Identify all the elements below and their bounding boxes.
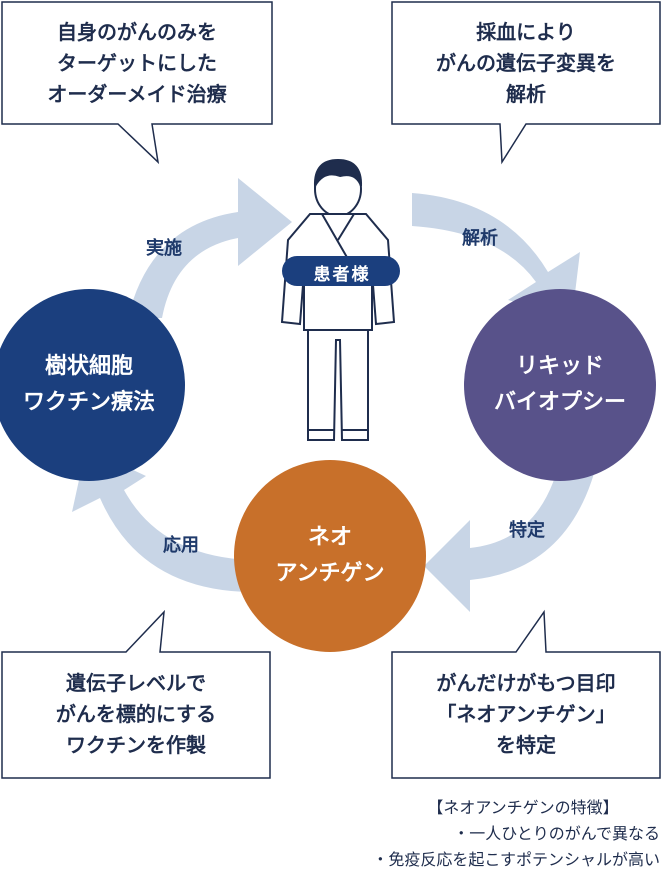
bubble-bottom-right: [391, 609, 661, 779]
circle-line: リキッド: [515, 354, 604, 379]
arrow-apply-label: 応用: [163, 535, 199, 556]
circle-neoantigen-label: ネオ アンチゲン: [234, 520, 426, 592]
bubble-top-right-text: 採血により がんの遺伝子変異を 解析: [392, 17, 660, 110]
circle-dendritic-label: 樹状細胞 ワクチン療法: [0, 349, 185, 421]
bubble-bottom-left: [1, 609, 271, 779]
circle-line: ワクチン療法: [22, 390, 155, 415]
bubble-line: 遺伝子レベルで: [66, 671, 206, 695]
patient-figure: [280, 158, 396, 441]
circle-dendritic: [0, 289, 185, 481]
arrow-identify-label: 特定: [509, 520, 545, 541]
neoantigen-features-note: 【ネオアンチゲンの特徴】 ・一人ひとりのがんで異なる ・免疫反応を起こすポテンシ…: [296, 795, 660, 873]
bubble-line: がんだけがもつ目印: [436, 671, 616, 695]
bubble-top-left: [1, 1, 273, 165]
bubble-top-right: [391, 1, 661, 165]
circle-line: 樹状細胞: [44, 354, 133, 379]
bubble-line: 自身のがんのみを: [57, 20, 217, 44]
arrow-identify: [424, 450, 600, 612]
circle-line: バイオプシー: [493, 390, 626, 415]
note-item: ・免疫反応を起こすポテンシャルが高い: [372, 850, 660, 869]
circle-liquid: [464, 289, 656, 481]
bubble-line: を特定: [496, 733, 556, 757]
circle-line: ネオ: [307, 525, 352, 550]
bubble-line: 解析: [506, 82, 546, 106]
circle-line: アンチゲン: [275, 561, 385, 586]
circle-neoantigen: [234, 460, 426, 652]
bubble-line: ターゲットにした: [57, 51, 217, 75]
circle-liquid-label: リキッド バイオプシー: [464, 349, 656, 421]
bubble-bottom-left-text: 遺伝子レベルで がんを標的にする ワクチンを作製: [2, 668, 270, 761]
bubble-line: 「ネオアンチゲン」: [436, 702, 616, 726]
bubble-line: がんを標的にする: [55, 702, 217, 726]
note-item: ・一人ひとりのがんで異なる: [453, 824, 660, 843]
patient-label: 患者様: [313, 265, 371, 285]
patient-sash: [282, 256, 400, 286]
note-title: 【ネオアンチゲンの特徴】: [427, 798, 619, 817]
bubble-line: オーダーメイド治療: [47, 82, 227, 106]
arrow-implement: [128, 178, 292, 318]
bubble-line: ワクチンを作製: [66, 733, 206, 757]
arrow-analyze-label: 解析: [462, 228, 498, 249]
bubble-line: 採血により: [476, 20, 576, 44]
arrow-analyze: [412, 193, 580, 318]
arrow-implement-label: 実施: [146, 238, 182, 259]
bubble-line: がんの遺伝子変異を: [436, 51, 616, 75]
bubble-bottom-right-text: がんだけがもつ目印 「ネオアンチゲン」 を特定: [392, 668, 660, 761]
bubble-top-left-text: 自身のがんのみを ターゲットにした オーダーメイド治療: [2, 17, 272, 110]
arrow-apply: [72, 448, 250, 592]
